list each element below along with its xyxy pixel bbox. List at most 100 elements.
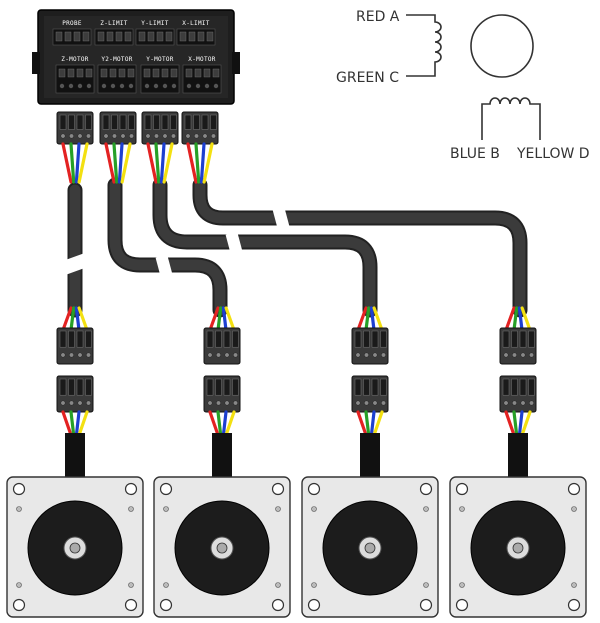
- wire: [208, 306, 220, 332]
- screw: [162, 83, 168, 89]
- terminal: [223, 330, 231, 348]
- screw: [311, 506, 317, 512]
- terminal: [519, 378, 527, 396]
- screw: [364, 352, 369, 358]
- screw: [16, 506, 22, 512]
- screw: [207, 400, 213, 406]
- motor-lead: [508, 433, 528, 478]
- screw: [512, 400, 517, 406]
- screw: [77, 83, 83, 89]
- pin: [156, 31, 164, 42]
- screw: [381, 352, 386, 358]
- wire: [224, 410, 236, 437]
- bottom-header-labels: Z-MOTOR Y2-MOTOR Y-MOTOR X-MOTOR: [61, 56, 215, 63]
- screw: [224, 400, 230, 406]
- pin: [170, 68, 178, 78]
- terminal: [232, 378, 239, 396]
- terminal: [68, 378, 75, 396]
- wire: [162, 142, 174, 184]
- coil-a-c: [406, 14, 442, 77]
- pin: [152, 68, 160, 78]
- wire: [372, 306, 384, 332]
- controller-board: PROBE Z-LIMIT Y-LIMIT X-LIMIT Z-MOTOR Y2…: [32, 9, 240, 105]
- terminal: [206, 378, 214, 396]
- screw: [216, 400, 221, 406]
- terminal: [223, 378, 231, 396]
- screw: [233, 352, 238, 358]
- screw: [86, 352, 91, 358]
- stepper-motor-y2-motor: [153, 476, 291, 618]
- pin: [73, 31, 81, 42]
- pin: [185, 68, 193, 78]
- terminal: [76, 330, 84, 348]
- terminal: [144, 114, 152, 130]
- terminal: [528, 378, 535, 396]
- screw: [60, 133, 66, 139]
- screw: [512, 352, 517, 358]
- cable-plug: [203, 327, 241, 365]
- motor-header-block: [97, 64, 137, 94]
- wire: [146, 142, 158, 184]
- screw: [520, 400, 526, 406]
- mount-hole: [12, 598, 26, 612]
- screw: [364, 400, 369, 406]
- screw: [202, 133, 208, 139]
- terminal: [153, 114, 160, 130]
- screw: [162, 133, 168, 139]
- pin: [179, 31, 187, 42]
- pin: [206, 31, 214, 42]
- wire: [221, 306, 228, 332]
- header-z-motor: Z-MOTOR: [61, 56, 88, 63]
- terminal: [215, 330, 222, 348]
- screw: [145, 133, 151, 139]
- wire: [364, 410, 371, 437]
- screw: [186, 83, 192, 89]
- wire: [356, 306, 368, 332]
- terminal: [85, 114, 92, 130]
- header-x-limit: X-LIMIT: [182, 20, 209, 27]
- terminal: [161, 114, 169, 130]
- pin: [109, 68, 117, 78]
- mount-hole: [307, 482, 321, 496]
- coil-legend: RED A GREEN C BLUE B YELLOW D: [336, 9, 590, 162]
- wire: [74, 306, 81, 332]
- screw: [69, 133, 74, 139]
- terminal: [59, 330, 67, 348]
- screw: [194, 133, 199, 139]
- header-y-limit: Y-LIMIT: [141, 20, 168, 27]
- stepper-motor-z-motor: [6, 476, 144, 618]
- cable-plug: [56, 327, 94, 365]
- screw: [204, 83, 210, 89]
- pin: [97, 31, 105, 42]
- terminal: [111, 114, 118, 130]
- terminal: [170, 114, 177, 130]
- top-header-labels: PROBE Z-LIMIT Y-LIMIT X-LIMIT: [62, 20, 209, 27]
- wire: [208, 410, 220, 437]
- screw: [86, 133, 91, 139]
- wire: [504, 410, 516, 437]
- screw: [355, 400, 361, 406]
- screw: [195, 83, 201, 89]
- mount-hole: [455, 598, 469, 612]
- wire: [517, 306, 524, 332]
- terminal: [232, 330, 239, 348]
- terminal: [184, 114, 192, 130]
- mount-hole: [455, 482, 469, 496]
- limit-block: [135, 28, 175, 46]
- wire: [159, 142, 166, 184]
- screw: [211, 133, 216, 139]
- terminal: [371, 330, 379, 348]
- terminal: [59, 114, 67, 130]
- pin: [143, 68, 151, 78]
- screw: [154, 133, 159, 139]
- pin: [118, 68, 126, 78]
- motor-lead: [360, 433, 380, 478]
- label-blue-b: BLUE B: [450, 146, 500, 162]
- screw: [128, 582, 134, 588]
- limit-block: [94, 28, 134, 46]
- pin: [58, 68, 66, 78]
- wire: [61, 142, 73, 184]
- label-green-c: GREEN C: [336, 70, 399, 86]
- motor-headers: [55, 64, 222, 94]
